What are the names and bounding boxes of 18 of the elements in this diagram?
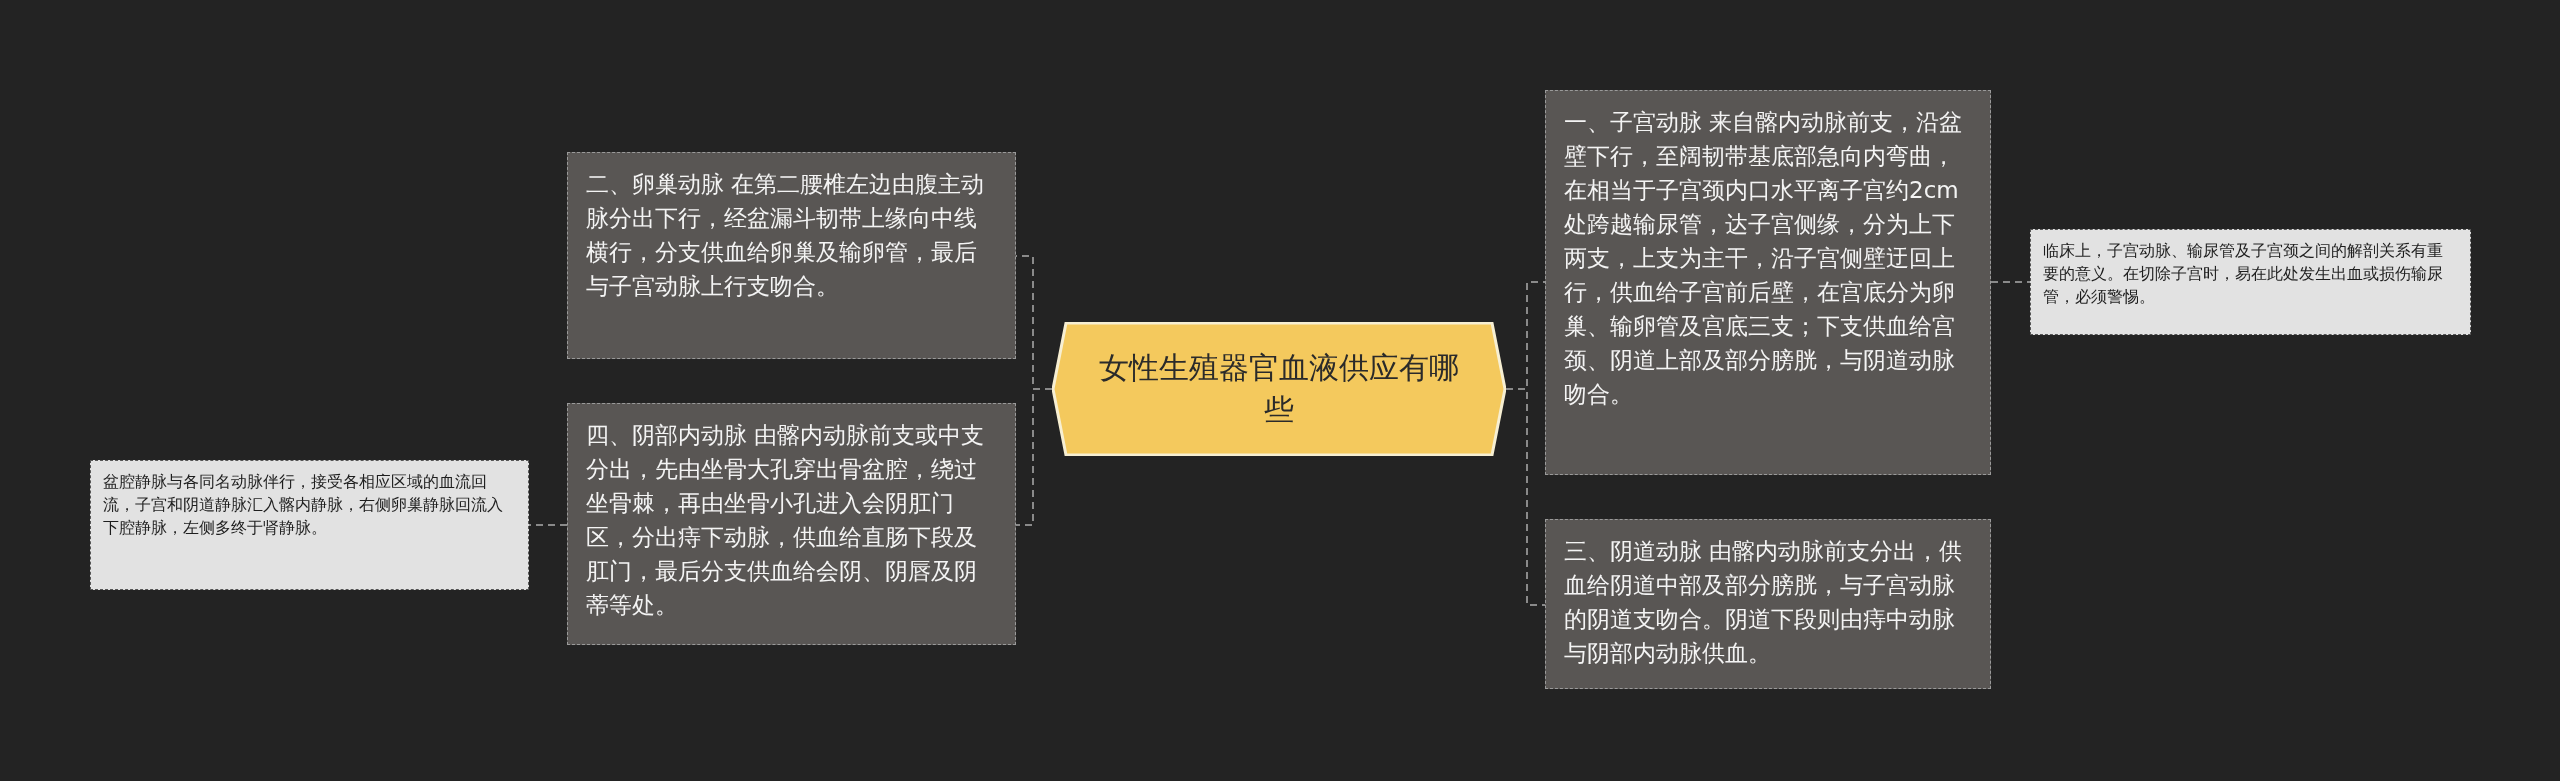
connector-line — [1505, 388, 1546, 606]
topic-title: 女性生殖器官血液供应有哪些 — [1098, 349, 1460, 429]
topic-text: 二、卵巢动脉 在第二腰椎左边由腹主动脉分出下行，经盆漏斗韧带上缘向中线横行，分支供血给卵巢及输卵管，最后与子宫动脉上行支吻合。 — [586, 170, 986, 301]
note-box — [90, 460, 529, 590]
connector-line — [1015, 388, 1053, 526]
connector-line — [528, 524, 568, 526]
topic-box — [567, 152, 1016, 359]
topic-text: 盆腔静脉与各同名动脉伴行，接受各相应区域的血流回流，子宫和阴道静脉汇入髂内静脉，右侧卵巢静脉回流入下腔静脉，左侧多终于肾静脉。 — [103, 472, 504, 539]
note-box — [2030, 229, 2471, 335]
topic-hexagon — [1052, 322, 1506, 456]
topic-text: 三、阴道动脉 由髂内动脉前支分出，供血给阴道中部及部分膀胱，与子宫动脉的阴道支吻合。阴道下段则由痔中动脉与阴部内动脉供血。 — [1564, 537, 1964, 668]
topic-text: 四、阴部内动脉 由髂内动脉前支或中支分出，先由坐骨大孔穿出骨盆腔，绕过坐骨棘，再由坐骨小孔进入会阴肛门区，分出痔下动脉，供血给直肠下段及肛门，最后分支供血给会阴、阴唇及阴蒂等处。 — [586, 421, 986, 620]
topic-box — [1545, 519, 1991, 689]
topic-box — [567, 403, 1016, 645]
connector-line — [1990, 281, 2031, 283]
topic-box — [1545, 90, 1991, 475]
topic-text: 一、子宫动脉 来自髂内动脉前支，沿盆壁下行，至阔韧带基底部急向内弯曲，在相当于子宫颈内口水平离子宫约2cm处跨越输尿管，达子宫侧缘，分为上下两支，上支为主干，沿子宫侧壁迂回上行，供血给子宫前后壁，在宫底分为卵巢、输卵管及宫底三支；下支供血给宫颈、阴道上部及部分膀胱，与阴道动脉吻合。 — [1564, 108, 1964, 409]
topic-text: 临床上，子宫动脉、输尿管及子宫颈之间的解剖关系有重要的意义。在切除子宫时，易在此处发生出血或损伤输尿管，必须警惕。 — [2043, 241, 2444, 308]
